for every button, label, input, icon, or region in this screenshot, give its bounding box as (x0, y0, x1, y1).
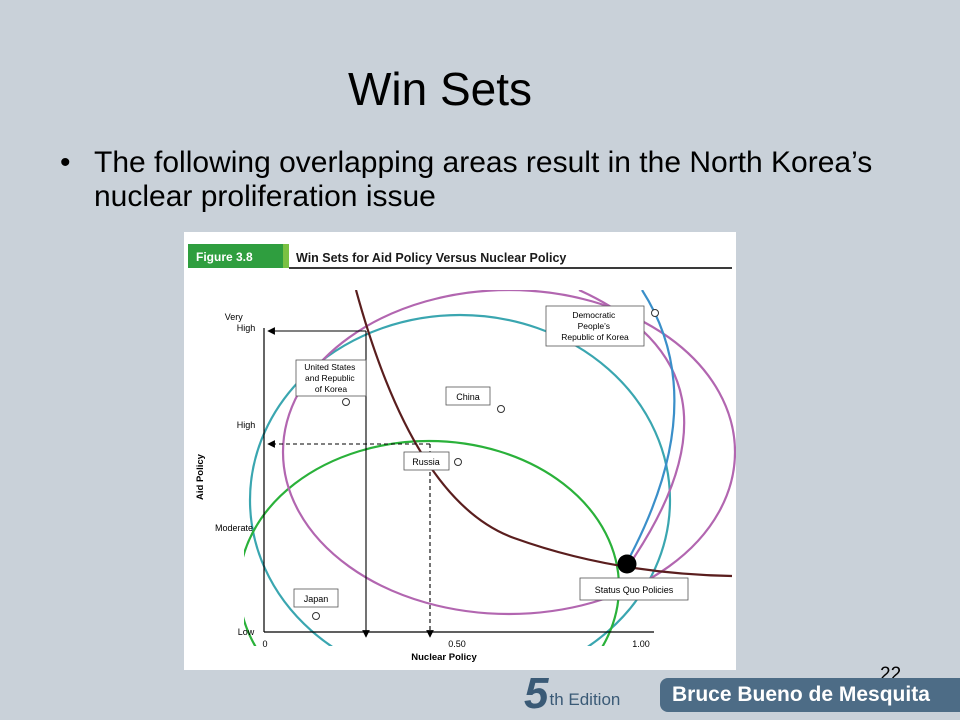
bullet-marker: • (60, 146, 71, 179)
y-tick-moderate: Moderate (215, 523, 253, 533)
label-japan: Japan (304, 594, 329, 604)
ideal-point-japan (312, 612, 320, 620)
figure-header-accent (283, 244, 289, 268)
circle-us-rok (281, 290, 736, 616)
bullet-text: The following overlapping areas result i… (94, 146, 873, 213)
label-dprk-3: Republic of Korea (561, 332, 629, 342)
circle-russia (244, 439, 621, 646)
label-russia: Russia (412, 457, 440, 467)
y-axis-label: Aid Policy (195, 453, 206, 500)
x-axis-label: Nuclear Policy (411, 652, 477, 663)
ideal-point-china (497, 405, 505, 413)
label-us-rok-2: and Republic (305, 373, 355, 383)
x-tick-050: 0.50 (448, 639, 466, 649)
x-tick-0: 0 (262, 639, 267, 649)
edition-text: th Edition (549, 690, 621, 709)
label-box-china (445, 386, 491, 406)
label-us-rok: United States and Republic of Korea (304, 362, 357, 394)
label-us-rok-1: United States (304, 362, 355, 372)
y-tick-low: Low (238, 627, 255, 637)
label-status-quo: Status Quo Policies (595, 585, 674, 595)
label-dprk: Democratic People’s Republic of Korea (561, 310, 629, 342)
edition-number: 5 (524, 669, 549, 718)
label-dprk-1: Democratic (572, 310, 616, 320)
circle-china (248, 313, 672, 646)
figure-caption: Win Sets for Aid Policy Versus Nuclear P… (296, 251, 566, 265)
ideal-point-us-rok (342, 398, 350, 406)
y-tick-very-high-1: Very (225, 312, 244, 322)
status-quo-point (617, 554, 637, 574)
curve-japan-indifference (354, 290, 733, 578)
slide-title: Win Sets (347, 63, 533, 115)
y-tick-very-high: Very High (225, 312, 256, 333)
label-box-status-quo (579, 577, 689, 601)
label-box-dprk (545, 305, 645, 347)
edition-logo: 5 th Edition (524, 669, 621, 718)
figure-tag: Figure 3.8 (196, 250, 253, 264)
y-tick-high: High (237, 420, 256, 430)
label-box-russia (403, 451, 450, 471)
label-box-japan (293, 588, 339, 608)
figure-diagram: Figure 3.8 Win Sets for Aid Policy Versu… (188, 244, 736, 663)
y-tick-very-high-2: High (237, 323, 256, 333)
x-tick-100: 1.00 (632, 639, 650, 649)
figure-tag-box (188, 244, 283, 268)
author-banner: Bruce Bueno de Mesquita (660, 678, 960, 712)
label-china: China (456, 392, 480, 402)
label-dprk-2: People’s (578, 321, 610, 331)
ideal-point-dprk (651, 309, 659, 317)
figure-win-sets: Figure 3.8 Win Sets for Aid Policy Versu… (184, 232, 736, 670)
label-box-us-rok (295, 359, 367, 397)
label-us-rok-3: of Korea (315, 384, 347, 394)
ideal-point-russia (454, 458, 462, 466)
arc-dprk-blue (625, 290, 676, 565)
